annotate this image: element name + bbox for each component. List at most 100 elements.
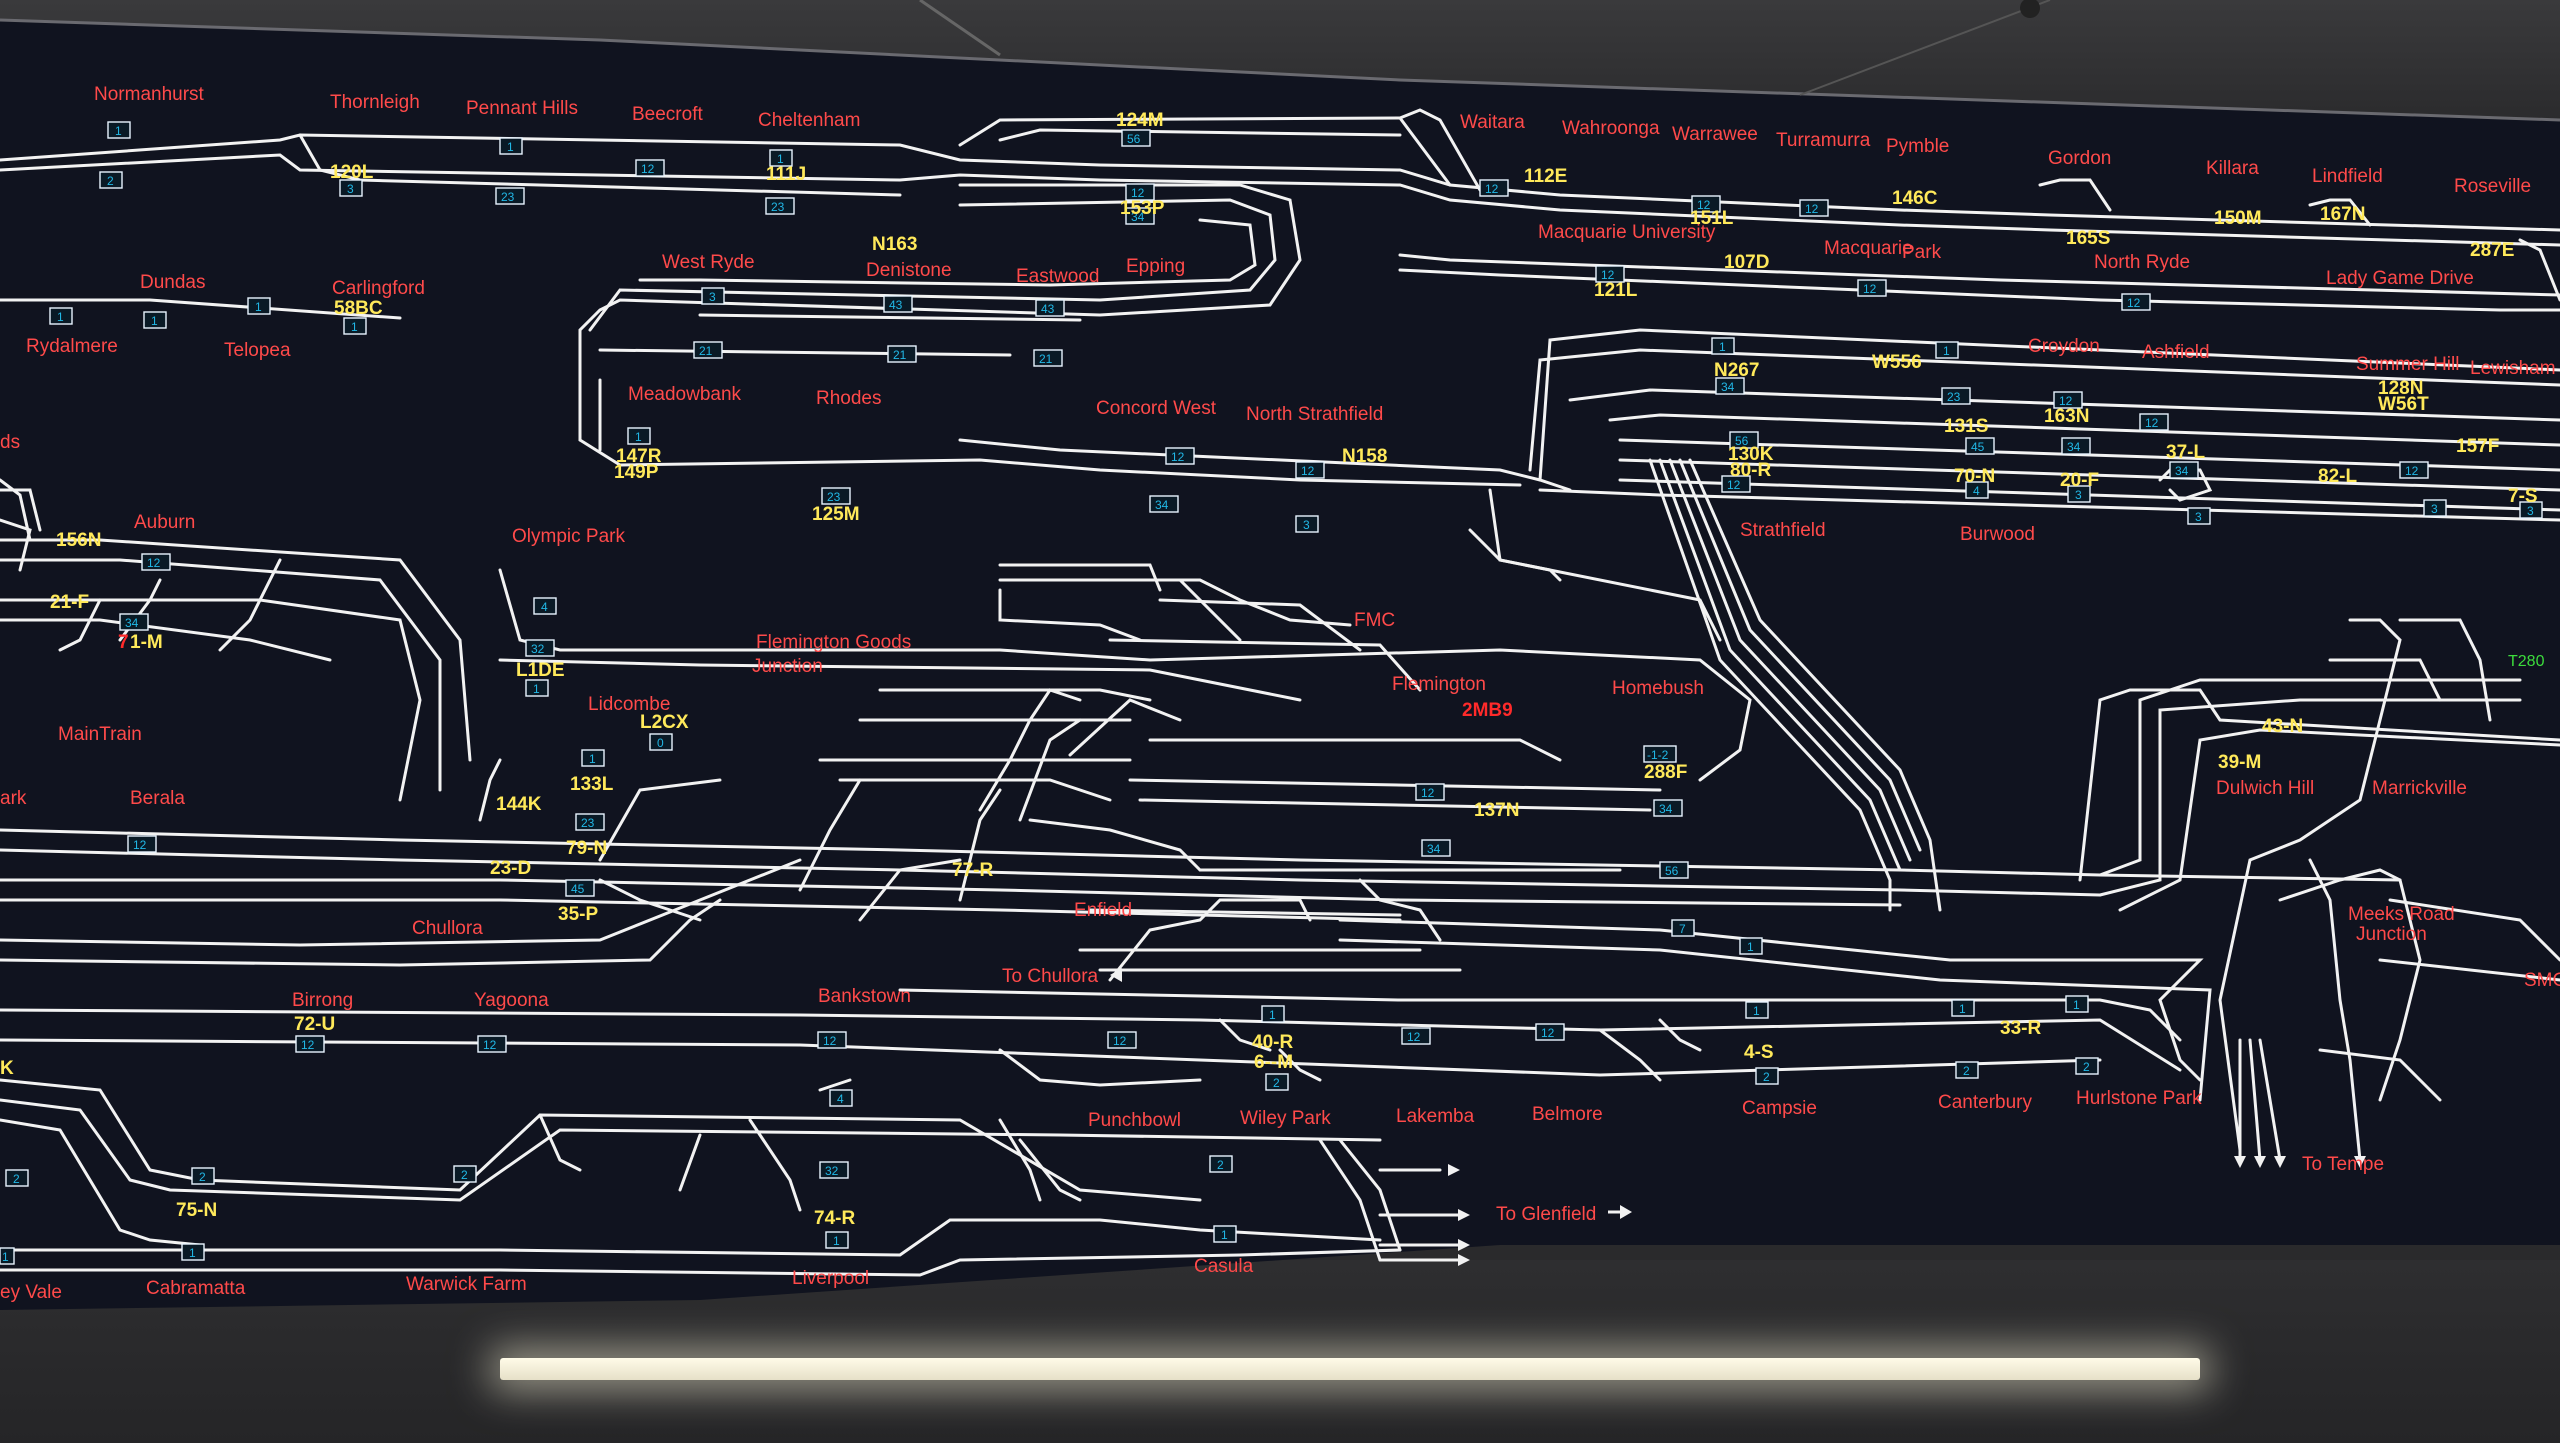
signal-82L: 82-L	[2318, 466, 2357, 487]
track-box: 34	[2061, 437, 2091, 455]
svg-text:23: 23	[827, 490, 841, 504]
track-box: 43	[1035, 299, 1065, 317]
signal-107D: 107D	[1724, 252, 1769, 273]
station-eastwood: Eastwood	[1016, 266, 1099, 287]
track-box: 12	[1295, 461, 1325, 479]
track-box: 12	[817, 1031, 847, 1049]
svg-text:1: 1	[1719, 340, 1726, 354]
track-box: 12	[1125, 183, 1155, 201]
station-to-tempe[interactable]: To Tempe	[2302, 1154, 2384, 1175]
signal-35P: 35-P	[558, 904, 598, 925]
panel-top-edge	[0, 18, 2560, 122]
svg-text:12: 12	[1601, 268, 1615, 282]
track-box: 12	[2121, 293, 2151, 311]
station-dundas: Dundas	[140, 272, 206, 293]
svg-text:3: 3	[2195, 510, 2202, 524]
svg-text:1: 1	[635, 430, 642, 444]
track-box: 12	[1857, 279, 1887, 297]
svg-text:12: 12	[1171, 450, 1185, 464]
station-rhodes: Rhodes	[816, 388, 882, 409]
svg-text:2: 2	[1273, 1076, 1280, 1090]
svg-text:2: 2	[1963, 1064, 1970, 1078]
svg-text:34: 34	[1427, 842, 1441, 856]
signal-40R: 40-R	[1252, 1032, 1293, 1053]
station-killara: Killara	[2206, 158, 2259, 179]
ceiling-fixture	[2020, 0, 2040, 18]
station-cabramatta: Cabramatta	[146, 1278, 246, 1299]
station-concord-west: Concord West	[1096, 398, 1217, 419]
track-box: 3	[1295, 515, 1319, 533]
track-box: 1	[247, 297, 271, 315]
station-to-glenfield[interactable]: To Glenfield	[1496, 1204, 1596, 1225]
svg-text:12: 12	[1131, 186, 1145, 200]
signal-75N: 75-N	[176, 1200, 217, 1221]
track-box: 21	[1033, 349, 1063, 367]
track-box: 12	[2053, 391, 2083, 409]
track-box: 3	[339, 179, 363, 197]
track-box: 12	[1107, 1031, 1137, 1049]
svg-text:21: 21	[1039, 352, 1053, 366]
station-warwick-farm: Warwick Farm	[406, 1274, 527, 1295]
station-park: Park	[1902, 242, 1942, 263]
signal-137N: 137N	[1474, 800, 1519, 821]
track-box: 34	[1715, 377, 1745, 395]
track-box: 12	[1535, 1023, 1565, 1041]
track-box: 45	[565, 879, 595, 897]
svg-text:23: 23	[1947, 390, 1961, 404]
signal-165S: 165S	[2066, 228, 2110, 249]
track-box: 34	[2169, 461, 2199, 479]
track-box: 12	[295, 1035, 325, 1053]
svg-text:2: 2	[2083, 1060, 2090, 1074]
track-box: 1	[1213, 1225, 1237, 1243]
signal-79N: 79-N	[566, 838, 607, 859]
station-liverpool: Liverpool	[792, 1268, 869, 1289]
track-box: 1	[107, 121, 131, 139]
svg-text:3: 3	[347, 182, 354, 196]
station-wahroonga: Wahroonga	[1562, 118, 1660, 139]
svg-text:21: 21	[893, 348, 907, 362]
station-north-strathfield: North Strathfield	[1246, 404, 1383, 425]
track-box: 1	[499, 137, 523, 155]
svg-text:34: 34	[1131, 210, 1145, 224]
svg-text:12: 12	[641, 162, 655, 176]
track-box: 23	[821, 487, 851, 505]
signal-146C: 146C	[1892, 188, 1938, 209]
station-north-ryde: North Ryde	[2094, 252, 2190, 273]
signal-74R: 74-R	[814, 1208, 855, 1229]
svg-text:1: 1	[351, 320, 358, 334]
track-box: 12	[1721, 475, 1751, 493]
svg-text:34: 34	[1721, 380, 1735, 394]
station-olympic-park: Olympic Park	[512, 526, 625, 547]
svg-text:21: 21	[699, 344, 713, 358]
svg-text:1: 1	[507, 140, 514, 154]
track-diagram	[0, 108, 2560, 1277]
station-lady-game-drive: Lady Game Drive	[2326, 268, 2474, 289]
station-valley-vale: ey Vale	[0, 1282, 62, 1303]
station-yagoona: Yagoona	[474, 990, 549, 1011]
signal-120L: 120L	[330, 162, 374, 183]
track-box: 1	[2065, 995, 2089, 1013]
station-burwood: Burwood	[1960, 524, 2035, 545]
signal-72U: 72-U	[294, 1014, 335, 1035]
track-box: 1	[525, 679, 549, 697]
svg-text:12: 12	[2405, 464, 2419, 478]
track-box: 3	[2519, 501, 2543, 519]
svg-text:1: 1	[1943, 344, 1950, 358]
signal-111J: 111J	[766, 164, 806, 185]
station-wiley-park: Wiley Park	[1240, 1108, 1331, 1129]
svg-text:56: 56	[1665, 864, 1679, 878]
svg-text:3: 3	[2431, 502, 2438, 516]
svg-text:32: 32	[825, 1164, 839, 1178]
signal-33R: 33-R	[2000, 1018, 2041, 1039]
svg-text:3: 3	[709, 290, 716, 304]
station-to-chullora[interactable]: To Chullora	[1002, 966, 1099, 987]
svg-text:2: 2	[461, 1168, 468, 1182]
track-box: 12	[2139, 413, 2169, 431]
svg-text:43: 43	[1041, 302, 1055, 316]
station-flemington-goods: Flemington Goods	[756, 632, 911, 653]
svg-text:12: 12	[1485, 182, 1499, 196]
svg-text:12: 12	[133, 838, 147, 852]
svg-text:1: 1	[2073, 998, 2080, 1012]
svg-text:12: 12	[2059, 394, 2073, 408]
